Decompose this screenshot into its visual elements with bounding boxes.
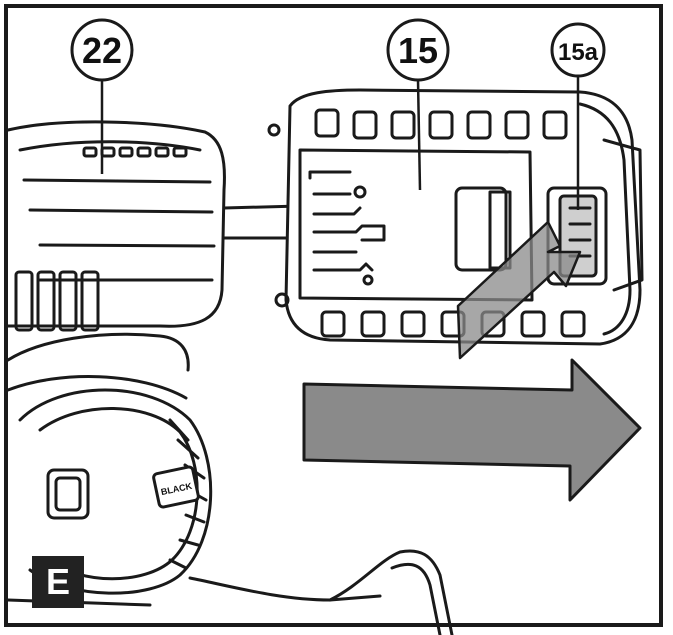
callout-22: 22	[70, 18, 134, 174]
callout-22-label: 22	[82, 30, 122, 71]
battery-terminals	[308, 170, 386, 286]
slide-out-arrow	[302, 358, 642, 502]
press-arrow	[456, 220, 582, 360]
handle-vents	[82, 146, 188, 158]
callout-15a: 15a	[550, 22, 606, 210]
battery-top-ridges	[314, 108, 568, 140]
callout-15: 15	[386, 18, 450, 191]
figure-label: E	[32, 556, 84, 608]
battery-pack	[267, 88, 644, 346]
battery-bottom-ridges	[320, 310, 586, 338]
motor-vents	[14, 270, 100, 332]
tool-body	[6, 120, 454, 635]
callout-15a-label: 15a	[558, 39, 599, 66]
callout-15-label: 15	[398, 30, 438, 71]
